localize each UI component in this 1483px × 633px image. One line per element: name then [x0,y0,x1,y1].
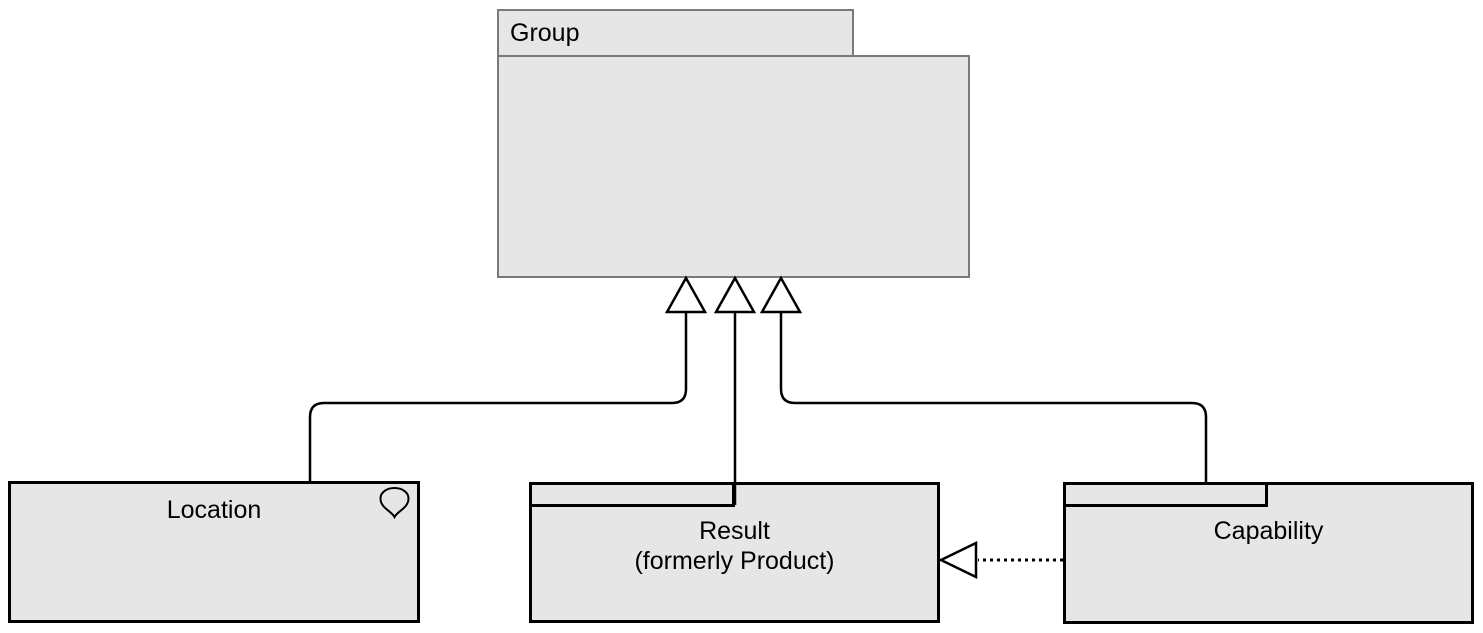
edge-location-to-group[interactable] [308,275,708,482]
edge-location-to-group-line [308,312,688,482]
node-result-label-line1: Result [699,517,770,545]
node-result-label: Result (formerly Product) [532,516,937,576]
node-result[interactable]: Result (formerly Product) [529,482,940,623]
node-capability-tab [1066,485,1268,507]
node-capability[interactable]: Capability [1063,482,1474,624]
edge-capability-to-group[interactable] [759,275,1208,485]
edge-result-to-group[interactable] [713,275,757,505]
generalization-arrowhead-icon [938,541,978,579]
node-group-label: Group [510,19,580,47]
edge-capability-to-group-line [779,312,1208,485]
generalization-arrowhead-icon [759,275,803,314]
edge-capability-to-result[interactable] [938,541,1063,579]
generalization-arrowhead-icon [664,275,708,314]
location-pin-icon [379,486,410,519]
node-group-package-body[interactable] [497,55,970,278]
node-result-tab [532,485,735,507]
generalization-arrowhead-icon [713,275,757,314]
node-location[interactable]: Location [8,481,420,623]
node-capability-label: Capability [1213,517,1324,545]
node-location-label: Location [166,496,262,524]
node-result-label-line2: (formerly Product) [634,547,835,575]
node-group-package-tab[interactable]: Group [497,9,854,55]
